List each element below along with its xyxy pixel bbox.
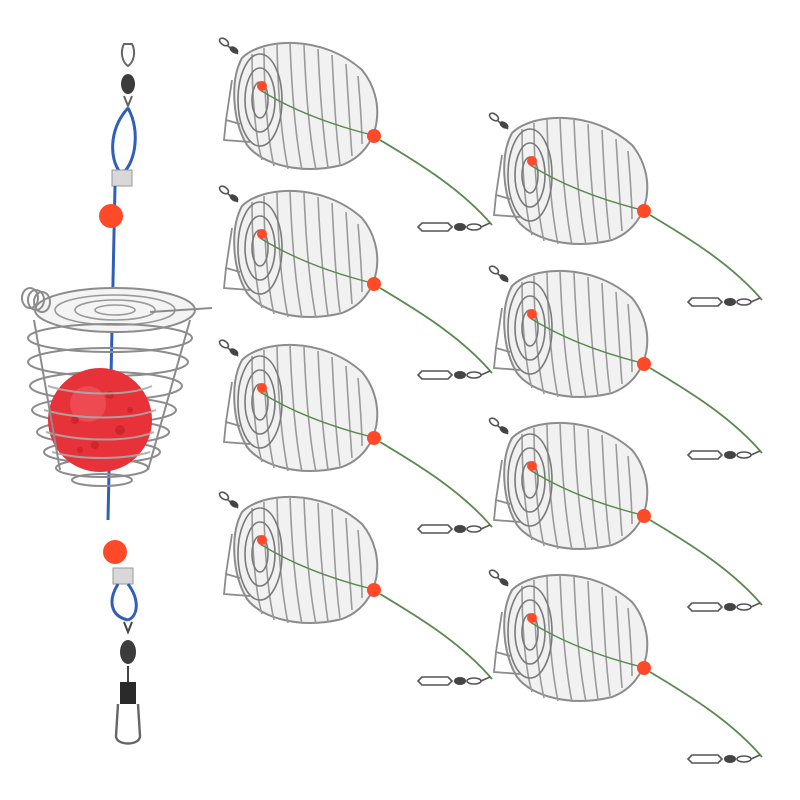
- large-feeder: [21, 43, 213, 745]
- top-bead: [99, 204, 123, 228]
- bait-ball: [48, 368, 152, 472]
- top-snap-swivel: [120, 43, 136, 109]
- small-feeder-8: [487, 567, 763, 764]
- large-cage: [21, 287, 213, 487]
- bottom-bead: [103, 540, 127, 564]
- small-feeder-7: [217, 489, 493, 686]
- small-feeders: [217, 35, 763, 764]
- bottom-snap-swivel: [114, 621, 142, 745]
